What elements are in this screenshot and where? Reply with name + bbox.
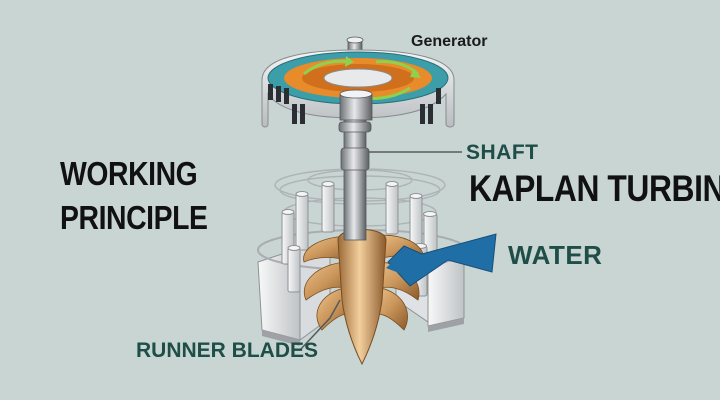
shaft-label: SHAFT: [466, 141, 539, 165]
runner-blades-label: RUNNER BLADES: [136, 339, 318, 363]
water-label: WATER: [508, 240, 602, 271]
generator-label: Generator: [411, 33, 487, 51]
working-principle-line-2: PRINCIPLE: [60, 199, 208, 237]
generator: [262, 50, 454, 127]
kaplan-turbine-title: KAPLAN TURBINE: [469, 168, 720, 210]
runner-hub: [338, 230, 386, 365]
working-principle-line-1: WORKING: [60, 155, 197, 193]
